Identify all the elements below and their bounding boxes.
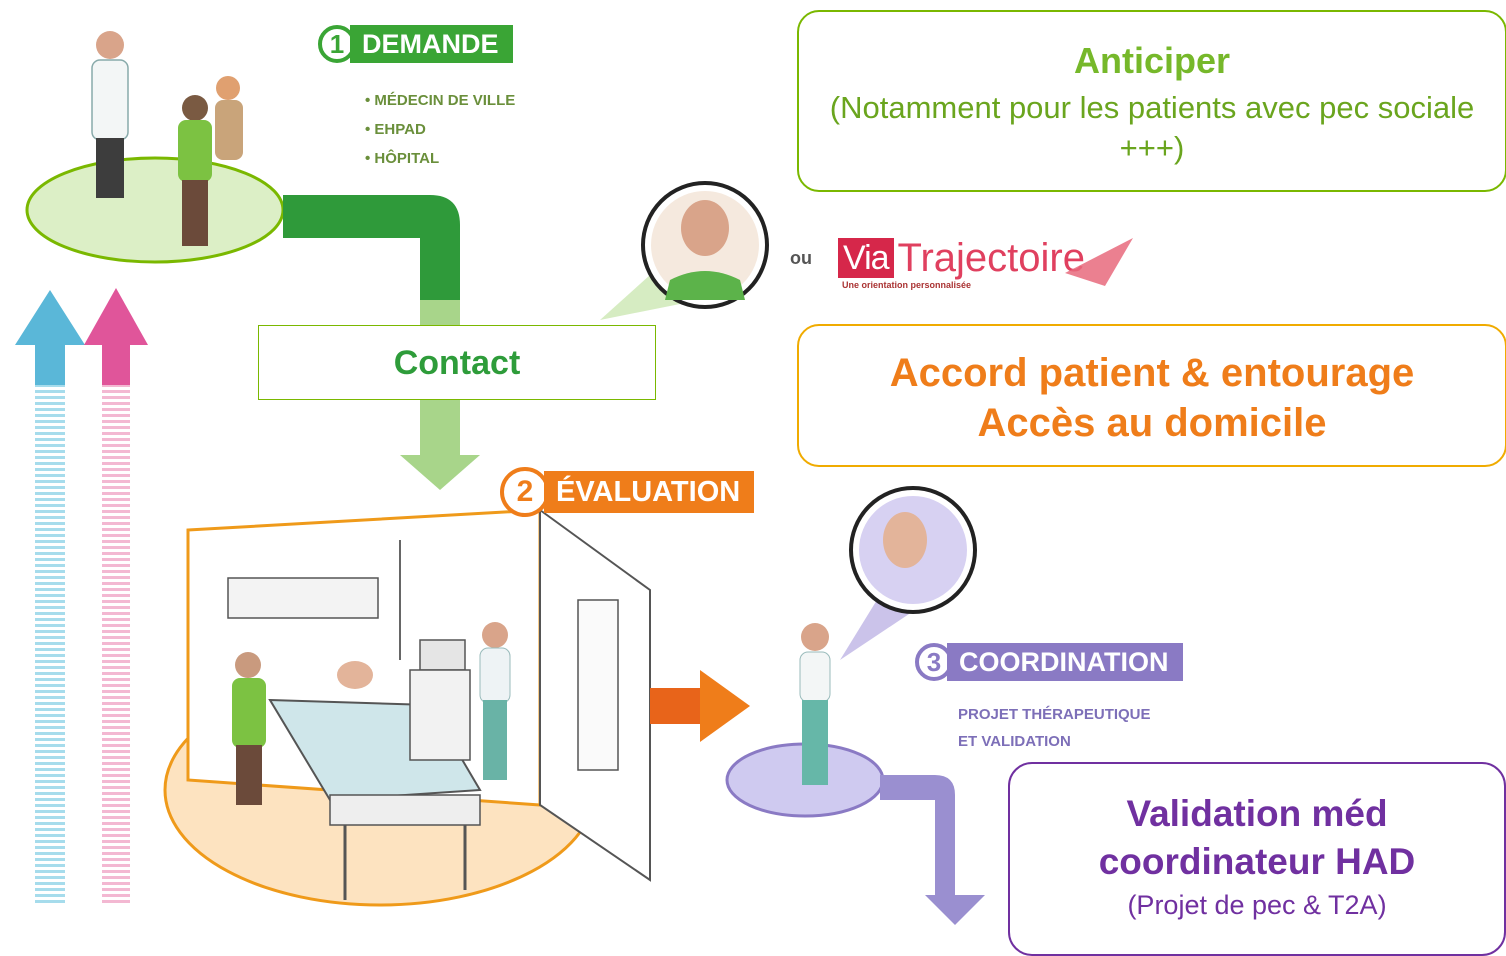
demande-platform xyxy=(25,156,285,264)
anticiper-title: Anticiper xyxy=(1073,40,1231,81)
viatrajectoire-prefix: ou xyxy=(790,248,812,268)
pink-up-arrow xyxy=(84,288,148,905)
accord-line-2: Accès au domicile xyxy=(977,401,1327,445)
demande-sources-list: • MÉDECIN DE VILLE • EHPAD • HÔPITAL xyxy=(365,86,515,173)
evaluation-to-coordination-arrow xyxy=(650,670,750,742)
viatrajectoire-tagline: Une orientation personnalisée xyxy=(842,280,972,290)
coordination-subtitle-line: ET VALIDATION xyxy=(958,733,1071,750)
operator-bubble xyxy=(600,181,769,320)
evaluation-step-label: ÉVALUATION xyxy=(544,471,755,513)
coordinator-figure xyxy=(799,623,831,785)
coordination-to-validation-arrow xyxy=(880,775,985,925)
anticiper-body: (Notamment pour les patients avec pec so… xyxy=(829,90,1475,165)
coordination-step-number: 3 xyxy=(915,643,953,681)
contact-label: Contact xyxy=(393,344,521,382)
evaluation-step-number: 2 xyxy=(500,467,550,517)
coordinator-bubble xyxy=(840,486,977,660)
demande-people xyxy=(91,31,243,246)
demande-source-item: • MÉDECIN DE VILLE xyxy=(365,92,516,109)
blue-up-arrow xyxy=(15,290,85,905)
demande-step-number: 1 xyxy=(318,25,356,63)
evaluation-step-badge: 2 ÉVALUATION xyxy=(500,467,755,517)
demande-source-item: • EHPAD xyxy=(365,121,426,138)
demande-step-badge: 1 DEMANDE xyxy=(318,22,513,66)
demande-source-item: • HÔPITAL xyxy=(365,150,440,167)
validation-line-2: coordinateur HAD xyxy=(1098,841,1416,882)
demande-step-label: DEMANDE xyxy=(350,25,513,63)
accord-box: Accord patient & entourage Accès au domi… xyxy=(797,324,1506,467)
coordination-step-label: COORDINATION xyxy=(947,643,1183,681)
anticiper-box: Anticiper (Notamment pour les patients a… xyxy=(797,10,1506,192)
viatrajectoire-brand-b: Trajectoire xyxy=(897,236,1085,280)
validation-box: Validation méd coordinateur HAD (Projet … xyxy=(1008,762,1506,956)
viatrajectoire-swoosh-icon xyxy=(1065,238,1133,286)
hospital-room-illustration xyxy=(186,508,651,900)
accord-line-1: Accord patient & entourage xyxy=(889,351,1415,395)
coordination-step-badge: 3 COORDINATION xyxy=(915,640,1183,684)
viatrajectoire-logo: Via Trajectoire xyxy=(838,228,1135,288)
contact-box: Contact xyxy=(258,325,656,400)
validation-line-1: Validation méd xyxy=(1126,793,1388,834)
viatrajectoire-brand-a: Via xyxy=(838,238,894,278)
coordination-subtitle: PROJET THÉRAPEUTIQUE ET VALIDATION xyxy=(958,701,1151,755)
validation-line-3: (Projet de pec & T2A) xyxy=(1127,890,1387,920)
coordination-subtitle-line: PROJET THÉRAPEUTIQUE xyxy=(958,706,1151,723)
